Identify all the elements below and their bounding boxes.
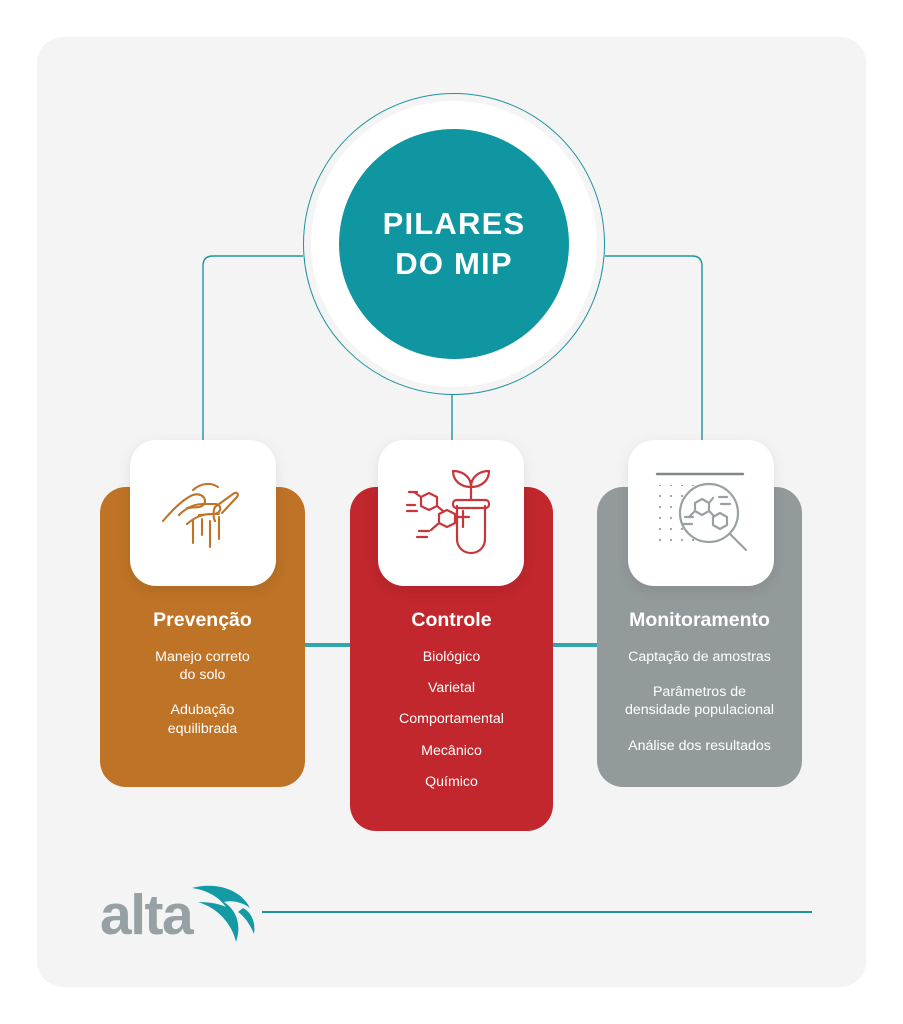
list-item: Captação de amostras bbox=[628, 649, 771, 665]
list-item: Varietal bbox=[427, 680, 476, 697]
pillar-items-prevencao: Manejo correto do solo Adubação equilibr… bbox=[106, 648, 299, 738]
list-item: Parâmetros de densidade populacional bbox=[624, 684, 775, 719]
hand-soil-icon bbox=[161, 482, 239, 549]
list-item: Adubação equilibrada bbox=[167, 702, 238, 737]
pillar-title-controle: Controle bbox=[411, 609, 492, 631]
hub-title-line-1: PILARES bbox=[382, 206, 526, 242]
pillar-title-monitoramento: Monitoramento bbox=[629, 609, 770, 631]
footer-divider bbox=[262, 911, 812, 913]
hub-outer-ring bbox=[303, 93, 605, 395]
list-item: Químico bbox=[425, 773, 478, 790]
list-item: Mecânico bbox=[421, 742, 482, 759]
pillar-items-monitoramento: Captação de amostras Parâmetros de densi… bbox=[603, 648, 796, 755]
alta-bird-mark-icon bbox=[192, 885, 255, 942]
list-item: Análise dos resultados bbox=[628, 737, 771, 754]
pillar-items-controle: Biológico Varietal Comportamental Mecâni… bbox=[356, 648, 547, 804]
list-item: Manejo correto do solo bbox=[155, 649, 250, 684]
list-item: Comportamental bbox=[399, 711, 504, 728]
icon-tile-monitoramento bbox=[628, 440, 774, 586]
list-item: Biológico bbox=[422, 649, 481, 665]
icon-tile-prevencao bbox=[130, 440, 276, 586]
magnifier-molecule-icon bbox=[655, 472, 748, 552]
logo-wordmark: alta bbox=[100, 882, 194, 947]
test-tube-sprout-molecule-icon bbox=[405, 469, 491, 555]
pillar-title-prevencao: Prevenção bbox=[153, 609, 252, 631]
alta-logo: alta bbox=[100, 880, 260, 950]
hub-circle: PILARES DO MIP bbox=[339, 129, 569, 359]
icon-tile-controle bbox=[378, 440, 524, 586]
hub-title-line-2: DO MIP bbox=[395, 246, 513, 281]
